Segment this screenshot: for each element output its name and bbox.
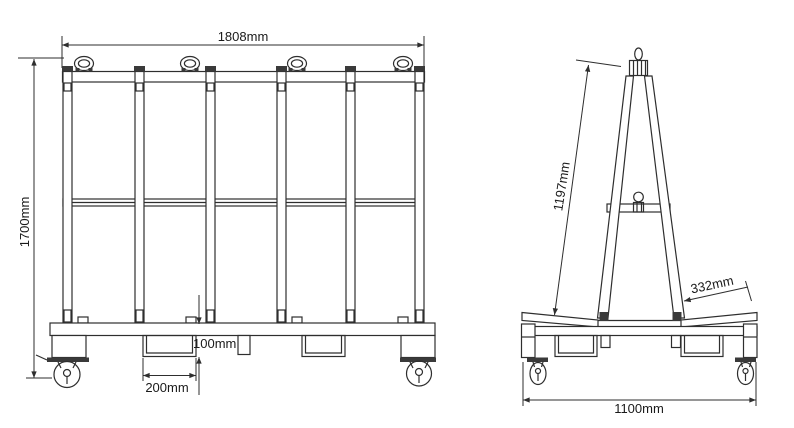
lifting-ring-icon	[286, 55, 308, 72]
side-width-label: 1100mm	[614, 401, 664, 416]
pocket-width-label: 200mm	[145, 380, 188, 395]
lifting-ring-icon	[392, 55, 414, 72]
post	[345, 66, 356, 324]
base-beam	[49, 322, 436, 337]
center-stub	[237, 334, 251, 356]
upright-posts	[62, 66, 425, 324]
front-height-label: 1700mm	[17, 197, 32, 248]
front-width-dimension: 1808mm	[61, 29, 425, 68]
leg-foot	[599, 312, 609, 321]
front-frame	[61, 55, 426, 324]
post	[134, 66, 145, 324]
lifting-ring-icon	[73, 55, 95, 72]
front-height-dimension: 1700mm	[17, 57, 64, 379]
ledge-label: 332mm	[689, 273, 735, 297]
crossbar-bolt-icon	[632, 191, 645, 213]
a-frame-legs	[596, 47, 686, 319]
post	[276, 66, 287, 324]
lifting-ring-icon	[179, 55, 201, 72]
fork-pocket	[142, 334, 197, 358]
base-height-label: 100mm	[193, 336, 236, 351]
base-end-block	[400, 334, 436, 359]
leg-foot	[672, 312, 682, 321]
front-width-label: 1808mm	[218, 29, 269, 44]
caster-icon	[527, 357, 548, 386]
base-end-block	[51, 334, 87, 359]
top-rail	[61, 70, 426, 83]
caster-icon	[735, 357, 756, 386]
base-height-dimension: 100mm	[193, 295, 236, 395]
post	[205, 66, 216, 324]
base-end-cap	[742, 323, 758, 359]
fork-pocket	[680, 334, 724, 358]
base-beam	[521, 325, 758, 337]
pocket-width-dimension: 200mm	[142, 358, 197, 395]
post	[62, 66, 73, 324]
front-base	[35, 316, 436, 389]
caster-icon	[400, 357, 436, 387]
caster-icon	[35, 354, 89, 389]
post	[414, 66, 425, 324]
apex-bolt-icon	[628, 47, 649, 77]
side-view: 1197mm 332mm 1100mm	[520, 47, 758, 416]
fork-pocket	[554, 334, 598, 358]
ledge-dimension: 332mm	[683, 273, 752, 303]
right-leg	[643, 75, 686, 319]
front-view: 1808mm 1700mm	[17, 29, 436, 395]
fork-pocket	[301, 334, 346, 358]
side-base	[520, 311, 758, 386]
side-width-dimension: 1100mm	[522, 362, 757, 416]
base-end-cap	[520, 323, 536, 359]
left-leg	[596, 75, 635, 319]
lifting-rings	[73, 55, 414, 72]
